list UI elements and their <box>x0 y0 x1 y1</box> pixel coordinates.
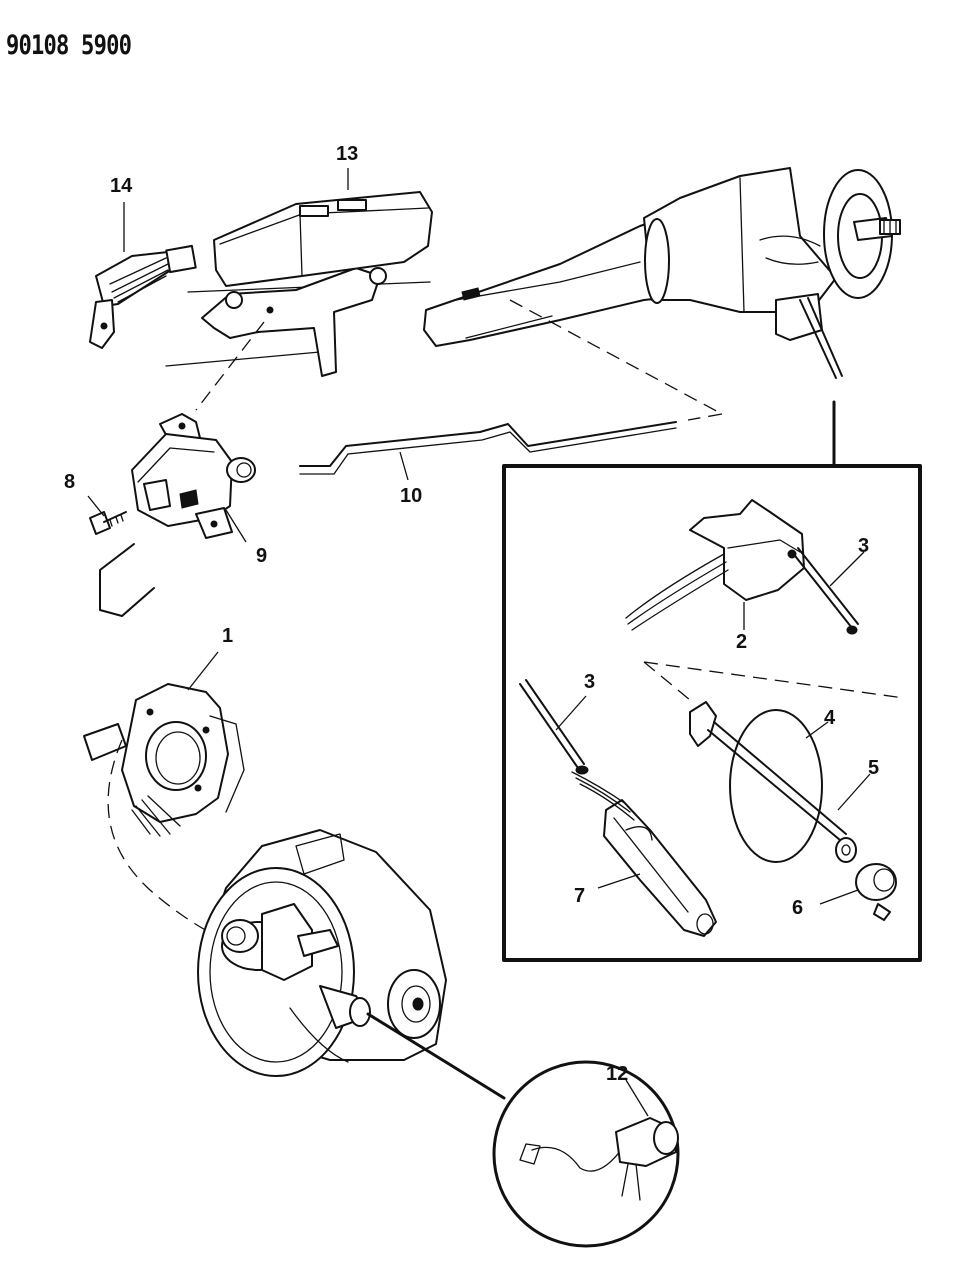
assembly-line <box>195 321 265 411</box>
wiper-switch <box>625 499 859 635</box>
assembly-line <box>643 661 691 701</box>
assembly-line <box>687 413 723 421</box>
assembly-line <box>509 299 723 415</box>
callout-4: 4 <box>824 707 836 729</box>
lock-housing <box>89 413 256 539</box>
multifunction-connector <box>89 244 197 349</box>
callout-1: 1 <box>222 625 233 647</box>
callout-10: 10 <box>400 485 422 507</box>
wiper-lever <box>571 771 717 937</box>
callout-7: 7 <box>574 885 585 907</box>
callout-12: 12 <box>606 1063 628 1085</box>
callout-8: 8 <box>64 471 75 493</box>
detail-circle-key-buzzer <box>492 1060 680 1248</box>
actuator-rod <box>299 421 677 475</box>
lever-boot <box>689 701 847 863</box>
callout-5: 5 <box>868 757 879 779</box>
callout-2: 2 <box>736 631 747 653</box>
callout-3-lower: 3 <box>584 671 595 693</box>
callout-6: 6 <box>792 897 803 919</box>
wire-link <box>99 543 155 617</box>
steering-column <box>165 167 901 379</box>
callout-14: 14 <box>110 175 133 197</box>
lower-column-shroud <box>197 829 447 1077</box>
turn-signal-switch <box>83 683 245 837</box>
detail-leader <box>366 1012 506 1100</box>
lever-shaft-end <box>835 837 857 863</box>
lever-rod <box>519 679 589 775</box>
lever-knob <box>855 863 897 921</box>
callout-3-upper: 3 <box>858 535 869 557</box>
callout-13: 13 <box>336 143 358 165</box>
document-code: 90108 5900 <box>6 30 132 61</box>
callout-9: 9 <box>256 545 267 567</box>
